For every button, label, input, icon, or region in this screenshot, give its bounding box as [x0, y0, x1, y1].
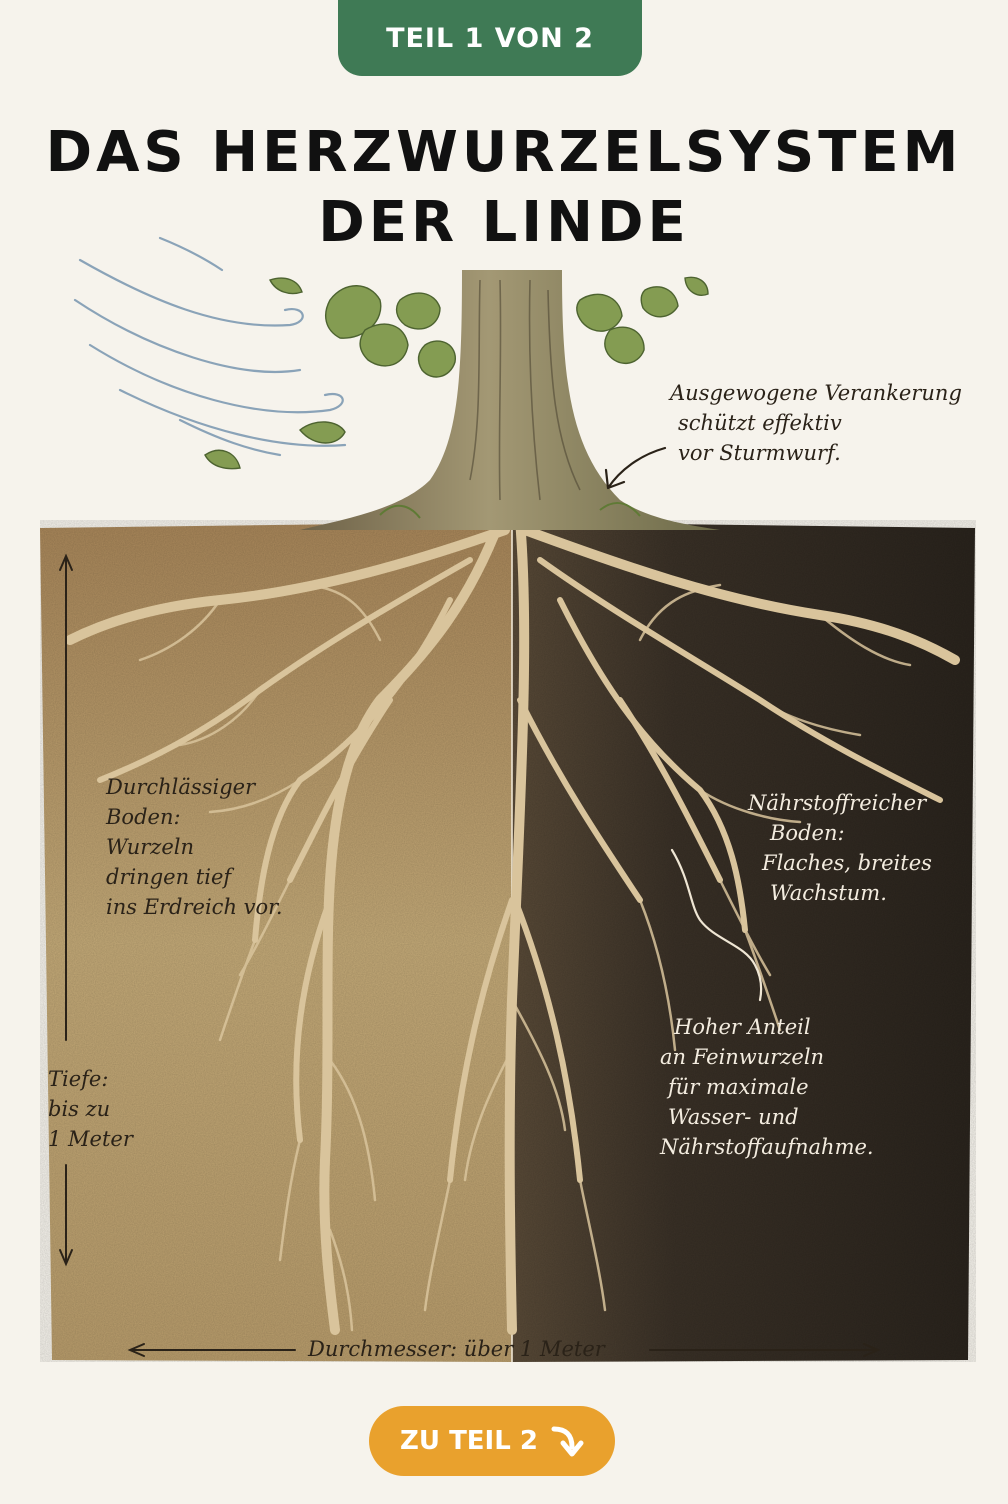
fine-roots-note: Hoher Anteil an Feinwurzeln für maximale…: [660, 1012, 874, 1162]
fine-roots-line-2: an Feinwurzeln: [660, 1045, 825, 1069]
anchoring-line-3: vor Sturmwurf.: [678, 441, 841, 465]
permeable-line-3: Wurzeln: [106, 835, 195, 859]
wind-strokes: [73, 236, 347, 457]
anchoring-arrow: [604, 446, 667, 490]
diameter-text: Durchmesser: über 1 Meter: [308, 1337, 605, 1361]
anchoring-line-2: schützt effektiv: [678, 411, 842, 435]
page-title: DAS HERZWURZELSYSTEM DER LINDE: [0, 118, 1008, 258]
diameter-arrow: [127, 1343, 881, 1357]
nutrient-line-3: Flaches, breites: [762, 851, 932, 875]
nutrient-soil-note: Nährstoffreicher Boden: Flaches, breites…: [748, 788, 932, 908]
anchoring-line-1: Ausgewogene Verankerung: [670, 381, 962, 405]
nutrient-line-1: Nährstoffreicher: [748, 791, 927, 815]
depth-label: Tiefe: bis zu 1 Meter: [48, 1064, 133, 1154]
soil-block: [40, 520, 976, 1362]
depth-line-1: Tiefe:: [48, 1067, 109, 1091]
permeable-line-1: Durchlässiger: [106, 775, 256, 799]
diameter-label: Durchmesser: über 1 Meter: [308, 1334, 605, 1364]
roots: [65, 515, 960, 1335]
fine-roots-line-1: Hoher Anteil: [674, 1015, 811, 1039]
depth-arrow: [59, 553, 73, 1267]
anchoring-note: Ausgewogene Verankerung schützt effektiv…: [670, 378, 962, 468]
tree-trunk: [300, 270, 720, 530]
fine-roots-line-3: für maximale: [668, 1075, 809, 1099]
fine-root-pointer: [670, 848, 763, 1002]
nutrient-line-2: Boden:: [770, 821, 845, 845]
leaves: [204, 276, 709, 470]
title-line-2: DER LINDE: [318, 190, 690, 255]
fine-roots-line-5: Nährstoffaufnahme.: [660, 1135, 874, 1159]
depth-line-3: 1 Meter: [48, 1127, 133, 1151]
part-badge: TEIL 1 VON 2: [338, 0, 642, 76]
depth-line-2: bis zu: [48, 1097, 111, 1121]
permeable-line-5: ins Erdreich vor.: [106, 895, 283, 919]
next-part-button[interactable]: ZU TEIL 2: [369, 1406, 615, 1476]
nutrient-line-4: Wachstum.: [770, 881, 887, 905]
permeable-line-2: Boden:: [106, 805, 181, 829]
fine-roots-line-4: Wasser- und: [668, 1105, 799, 1129]
title-line-1: DAS HERZWURZELSYSTEM: [45, 120, 963, 185]
curved-arrow-down-icon: [551, 1426, 584, 1457]
permeable-soil-note: Durchlässiger Boden: Wurzeln dringen tie…: [106, 772, 283, 922]
permeable-line-4: dringen tief: [106, 865, 232, 889]
next-part-label: ZU TEIL 2: [400, 1426, 538, 1456]
